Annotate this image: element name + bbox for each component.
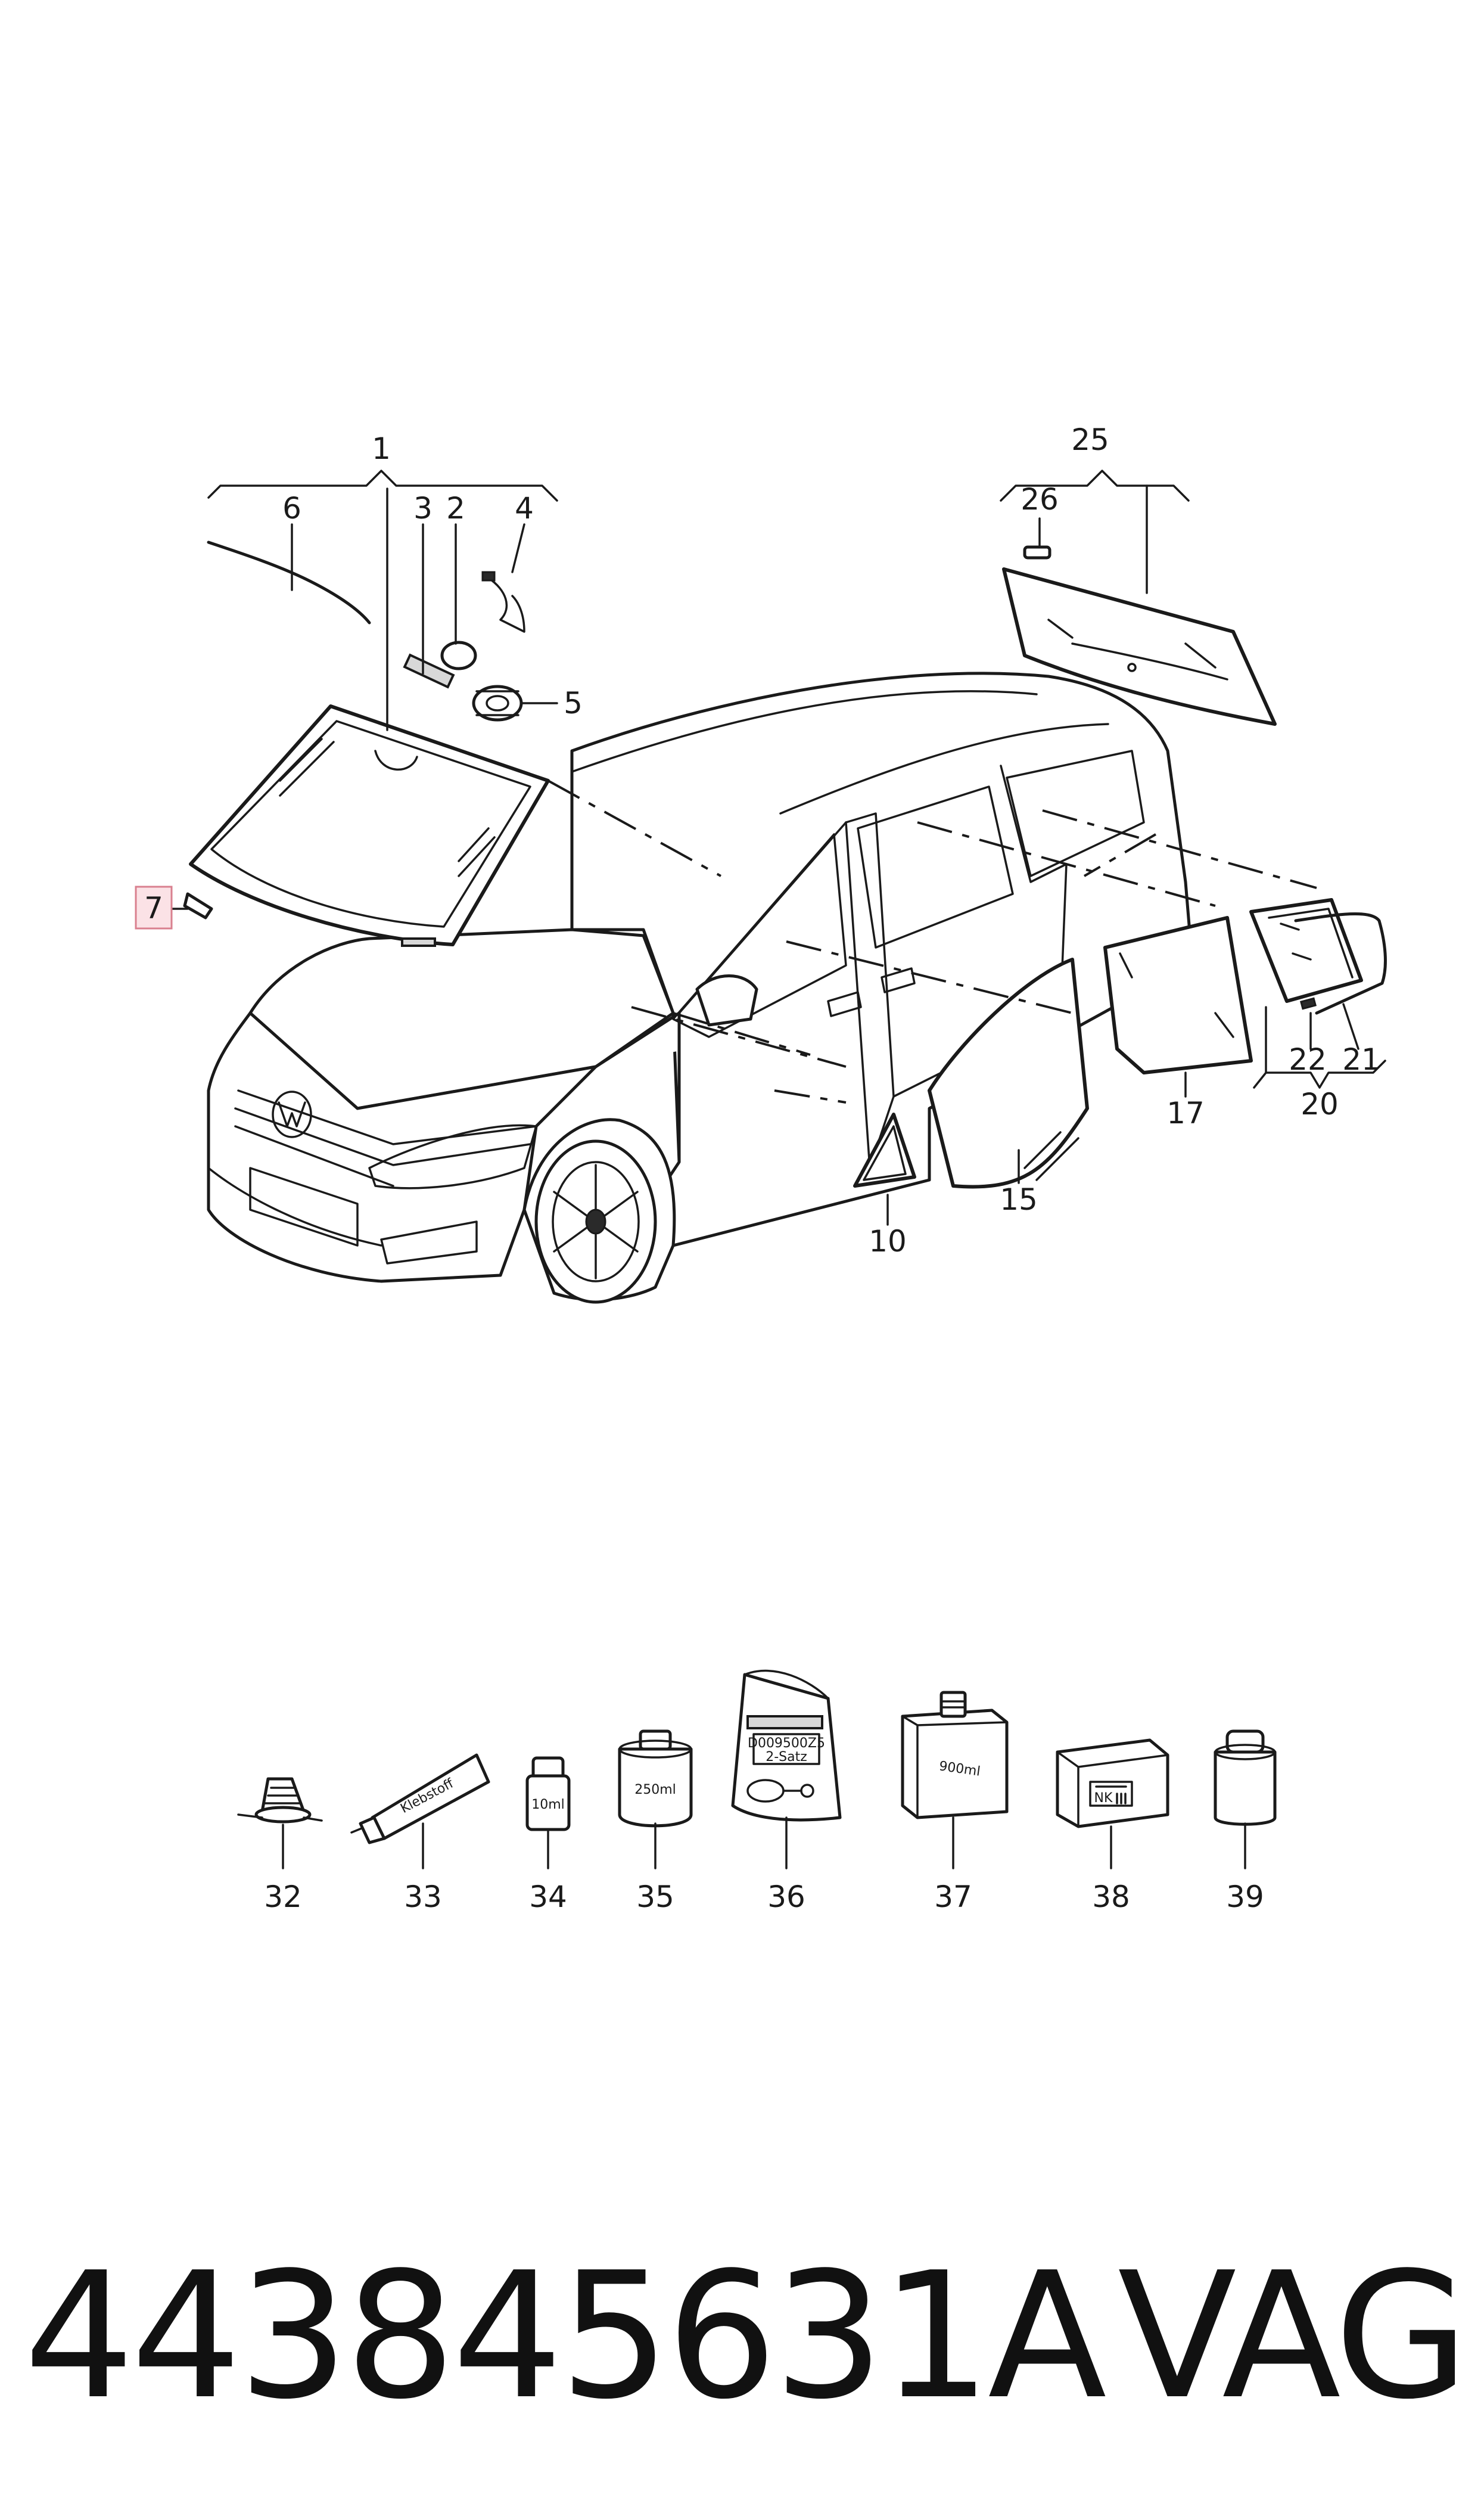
callout-1[interactable]: 1 [372, 431, 391, 466]
part-2-pad [440, 641, 477, 670]
callout-2[interactable]: 2 [446, 491, 465, 526]
accessory-37-box: 900ml [901, 1691, 1009, 1869]
callout-39[interactable]: 39 [1226, 1880, 1264, 1914]
callout-26[interactable]: 26 [1021, 482, 1059, 517]
accessory-39-jar [1214, 1729, 1277, 1869]
quarter-glass-20 [1249, 898, 1363, 1003]
callout-38[interactable]: 38 [1092, 1880, 1130, 1914]
door-glass-rear [1103, 916, 1253, 1074]
callout-3[interactable]: 3 [413, 491, 433, 526]
callout-15[interactable]: 15 [1000, 1182, 1038, 1217]
callout-22[interactable]: 22 [1289, 1042, 1327, 1077]
callout-34[interactable]: 34 [529, 1880, 567, 1914]
callout-25[interactable]: 25 [1071, 423, 1109, 457]
brand-name: VAG [1118, 2235, 1469, 2437]
accessory-35-can: 250ml [618, 1729, 693, 1869]
quarter-glass-10 [853, 1113, 916, 1188]
callout-4[interactable]: 4 [515, 491, 534, 526]
bag-label-2: 2-Satz [766, 1750, 807, 1765]
part-21-seal [1294, 912, 1387, 1015]
part-3-strip [403, 653, 455, 689]
bottle-small-label: 10ml [531, 1797, 565, 1812]
accessories-row: Klebstoff 10ml 250ml D009500Z5 2-Satz [237, 1669, 1277, 1914]
car-illustration [207, 672, 1193, 1304]
accessory-36-bag: D009500Z5 2-Satz [731, 1669, 842, 1869]
door-glass-front [928, 958, 1089, 1189]
part-4-cable [481, 571, 525, 633]
part-6-trim-strip [207, 541, 371, 625]
part-26-clip [1023, 545, 1051, 560]
callout-7[interactable]: 7 [144, 891, 163, 925]
part-7-clip [183, 892, 213, 920]
callout-35[interactable]: 35 [636, 1880, 674, 1914]
part-22-clip [1299, 997, 1317, 1010]
callouts: 1 6 3 2 4 5 7 25 26 10 15 17 22 21 20 [135, 423, 1380, 1259]
callout-33[interactable]: 33 [404, 1880, 442, 1914]
callout-37[interactable]: 37 [934, 1880, 972, 1914]
callout-20[interactable]: 20 [1301, 1087, 1339, 1122]
part-number: 443845631A [24, 2235, 1107, 2437]
callout-17[interactable]: 17 [1166, 1096, 1205, 1130]
part-number-banner: 443845631A VAG [24, 2211, 1469, 2461]
kit-label: NK [1094, 1791, 1113, 1806]
can-label: 250ml [634, 1782, 676, 1797]
rear-window [1002, 567, 1277, 726]
callout-7-highlight [135, 886, 173, 930]
callout-32[interactable]: 32 [264, 1880, 302, 1914]
callout-36[interactable]: 36 [767, 1880, 805, 1914]
accessory-34-small-bottle: 10ml [525, 1756, 571, 1869]
callout-21[interactable]: 21 [1342, 1042, 1380, 1077]
callout-6[interactable]: 6 [282, 491, 301, 526]
accessory-33-adhesive-tube: Klebstoff [350, 1753, 490, 1869]
bag-label-1: D009500Z5 [748, 1736, 825, 1751]
part-5-sensor [472, 685, 523, 722]
accessory-32-seal-roll [237, 1777, 323, 1869]
windscreen [189, 704, 550, 947]
accessory-38-kit: NK [1056, 1738, 1169, 1869]
leader-lines [172, 470, 1386, 1226]
callout-5[interactable]: 5 [564, 686, 583, 720]
callout-10[interactable]: 10 [869, 1224, 907, 1259]
assembly-lines [547, 779, 1317, 1104]
